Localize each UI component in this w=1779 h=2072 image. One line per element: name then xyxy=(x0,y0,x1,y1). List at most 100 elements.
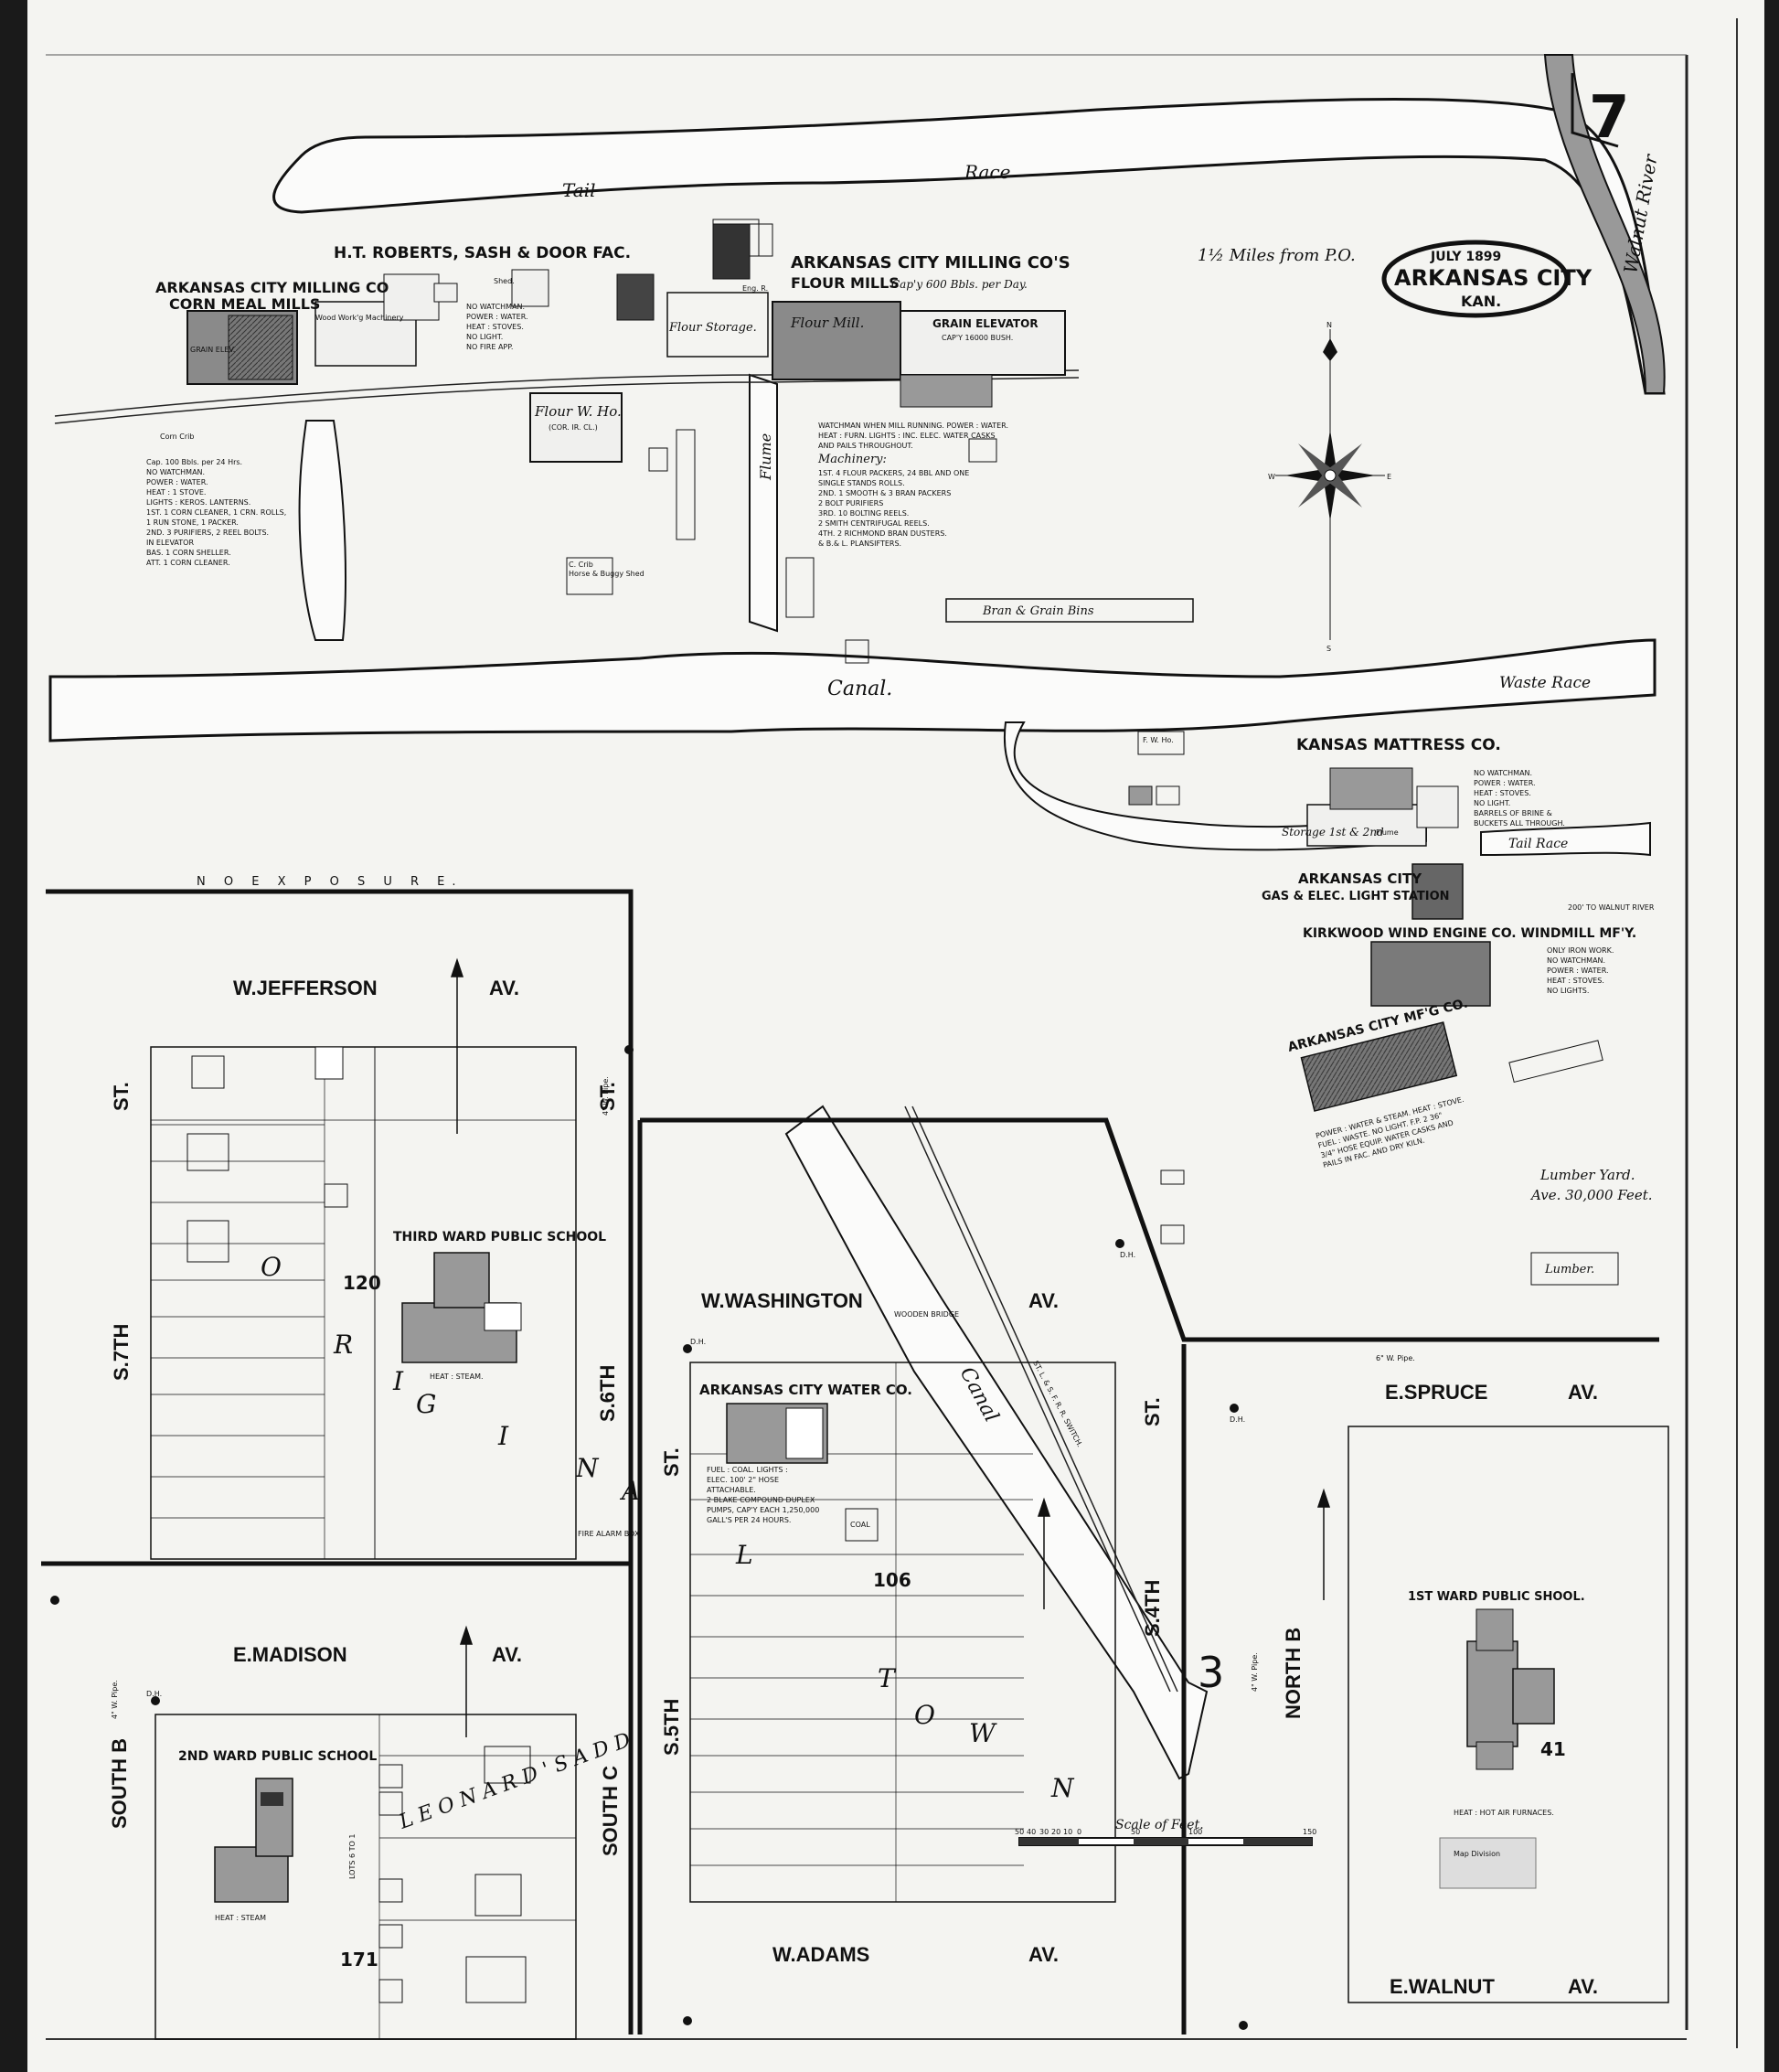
sheet-number-bracket xyxy=(1571,73,1619,148)
gas-name-1: ARKANSAS CITY xyxy=(1298,870,1422,887)
pipe-6: 6" W. Pipe. xyxy=(1376,1354,1415,1362)
mattress-storage: Storage 1st & 2nd xyxy=(1282,826,1384,838)
kirkwood-details: ONLY IRON WORK.NO WATCHMAN.POWER : WATER… xyxy=(1547,946,1614,995)
canal-label: Canal. xyxy=(827,678,892,700)
street-north-b: NORTH B xyxy=(1282,1628,1305,1719)
lumber-shed-label: Lumber. xyxy=(1544,1263,1594,1276)
flour-mill-name-1: ARKANSAS CITY MILLING CO'S xyxy=(791,253,1071,272)
scale-tick: 0 xyxy=(1077,1828,1081,1836)
corn-mill-detail-line: 1ST. 1 CORN CLEANER, 1 CRN. ROLLS, xyxy=(146,508,286,517)
railroad xyxy=(54,369,1080,424)
kirkwood-detail-line: NO WATCHMAN. xyxy=(1547,956,1605,965)
mattress-fw: F. W. Ho. xyxy=(1143,736,1174,744)
scale-tick: 50 xyxy=(1015,1828,1024,1836)
mattress-detail-line: BUCKETS ALL THROUGH. xyxy=(1474,819,1565,828)
race-label: Race xyxy=(964,161,1010,183)
kirkwood-works xyxy=(1370,941,1491,1007)
flour-machinery-line: 2ND. 1 SMOOTH & 3 BRAN PACKERS xyxy=(818,489,951,497)
corn-elev-label: GRAIN ELEV. xyxy=(190,346,235,354)
fire-alarm: FIRE ALARM BOX xyxy=(578,1530,640,1538)
third-ward-heat: HEAT : STEAM. xyxy=(430,1372,484,1381)
title-cartouche xyxy=(1381,240,1570,318)
flume-channel xyxy=(749,373,778,633)
flour-mill-capacity: Cap'y 600 Bbls. per Day. xyxy=(891,278,1028,291)
scale-tick: 50 xyxy=(1131,1828,1140,1836)
flour-machinery-line: & B.& L. PLANSIFTERS. xyxy=(818,539,901,548)
block-41 xyxy=(1348,1426,1669,2003)
gas-name-2: GAS & ELEC. LIGHT STATION xyxy=(1262,890,1450,903)
corn-mill-detail-line: HEAT : 1 STOVE. xyxy=(146,488,206,497)
flour-mill-main xyxy=(772,301,901,380)
water-co-detail-line: PUMPS, CAP'Y EACH 1,250,000 xyxy=(707,1506,819,1514)
block-number-171: 171 xyxy=(340,1949,378,1971)
corn-mill-detail-line: POWER : WATER. xyxy=(146,478,208,486)
street-spruce-av: AV. xyxy=(1568,1381,1598,1404)
mattress-details: NO WATCHMAN.POWER : WATER.HEAT : STOVES.… xyxy=(1474,769,1565,828)
dh-2: D.H. xyxy=(1230,1415,1245,1424)
water-co-name: ARKANSAS CITY WATER CO. xyxy=(699,1382,912,1398)
tail-race-east-label: Tail Race xyxy=(1508,837,1568,851)
flour-warehouse-label: Flour W. Ho. xyxy=(534,403,622,420)
flour-mill-name-2: FLOUR MILLS xyxy=(791,274,900,292)
sheet-outer-border xyxy=(0,0,27,2072)
dh-3: D.H. xyxy=(146,1690,162,1698)
block-number-106: 106 xyxy=(873,1569,911,1591)
wooden-bridge: WOODEN BRIDGE xyxy=(894,1310,959,1319)
street-jefferson-av: AV. xyxy=(489,977,519,999)
street-s7-st: ST. xyxy=(110,1082,133,1111)
bran-grain-bins xyxy=(945,598,1194,623)
corn-mill-detail-line: LIGHTS : KEROS. LANTERNS. xyxy=(146,498,250,507)
map-city: ARKANSAS CITY xyxy=(1394,265,1593,291)
lumber-shed xyxy=(1530,1252,1619,1286)
corn-mill-detail-line: BAS. 1 CORN SHELLER. xyxy=(146,549,231,557)
mattress-detail-line: BARRELS OF BRINE & xyxy=(1474,809,1552,817)
flour-mill-label: Flour Mill. xyxy=(790,315,864,331)
svg-text:W: W xyxy=(1268,473,1275,481)
lot-lines xyxy=(151,1047,1033,2039)
elevator-label: GRAIN ELEVATOR xyxy=(932,317,1039,330)
lumber-ave: Ave. 30,000 Feet. xyxy=(1529,1187,1653,1203)
north-arrows xyxy=(450,957,1331,1737)
c-crib-label: C. Crib xyxy=(569,561,593,569)
lumber-yard: Lumber Yard. xyxy=(1539,1167,1635,1183)
kirkwood-detail-line: POWER : WATER. xyxy=(1547,967,1609,975)
block-number-120: 120 xyxy=(343,1272,381,1294)
dwellings xyxy=(186,1046,1185,2003)
flour-warehouse xyxy=(529,392,623,463)
original-town-letter: W xyxy=(969,1718,997,1748)
roberts-details: NO WATCHMAN.POWER : WATER.HEAT : STOVES.… xyxy=(466,303,528,351)
kirkwood-detail-line: HEAT : STOVES. xyxy=(1547,977,1604,985)
water-coal-label: COAL xyxy=(850,1521,870,1529)
flour-storage-label: Flour Storage. xyxy=(668,321,757,335)
street-south-b: SOUTH B xyxy=(108,1738,131,1829)
mattress-name: KANSAS MATTRESS CO. xyxy=(1296,736,1501,754)
kirkwood-name: KIRKWOOD WIND ENGINE CO. WINDMILL MF'Y. xyxy=(1303,926,1636,941)
flour-storage xyxy=(666,292,769,358)
flour-machinery-line: 2 BOLT PURIFIERS xyxy=(818,499,883,507)
second-ward-name: 2ND WARD PUBLIC SCHOOL xyxy=(178,1749,377,1764)
mattress-detail-line: NO LIGHT. xyxy=(1474,799,1510,807)
block-outlines xyxy=(41,889,1659,2035)
horse-shed-label: Horse & Buggy Shed xyxy=(569,570,644,578)
walnut-river xyxy=(1543,54,1666,394)
flour-watch-line: WATCHMAN WHEN MILL RUNNING. POWER : WATE… xyxy=(818,422,1008,430)
machinery-title: Machinery: xyxy=(817,453,887,466)
street-jefferson: W.JEFFERSON xyxy=(233,977,378,999)
scale-tick: 30 xyxy=(1039,1828,1049,1836)
roberts-detail-line: POWER : WATER. xyxy=(466,313,528,321)
original-town-letter: I xyxy=(497,1421,509,1451)
first-ward-school xyxy=(1466,1640,1518,1747)
sheet-number: 7 xyxy=(1589,84,1630,152)
scale-tick: 150 xyxy=(1303,1828,1316,1836)
compass-rose: N W E S xyxy=(1268,321,1391,653)
gas-station xyxy=(1411,863,1464,920)
street-s4-st: ST. xyxy=(1141,1397,1164,1426)
original-town-letter: T xyxy=(878,1663,897,1693)
distance-note: 1½ Miles from P.O. xyxy=(1198,246,1356,265)
corn-crib-label: Corn Crib xyxy=(160,433,194,441)
original-town-letter: N xyxy=(575,1453,600,1483)
canal xyxy=(48,638,1656,742)
flour-mill-notes: WATCHMAN WHEN MILL RUNNING. POWER : WATE… xyxy=(817,422,1008,548)
